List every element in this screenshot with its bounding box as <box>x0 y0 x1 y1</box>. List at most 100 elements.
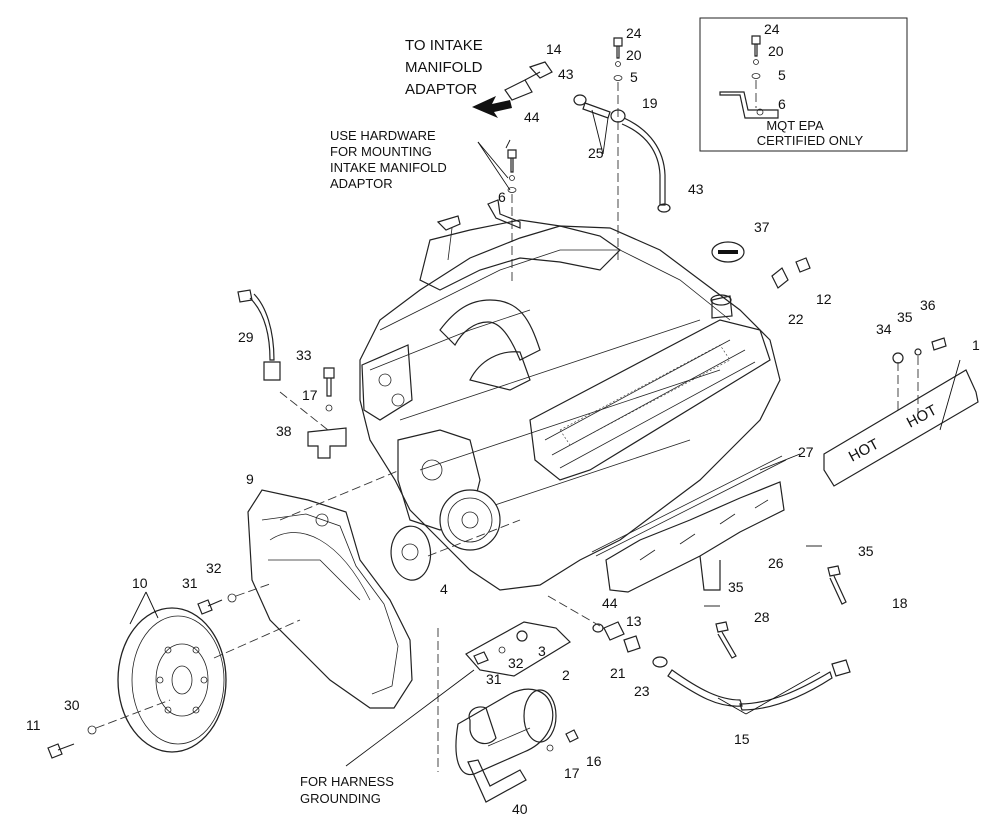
leader-lines <box>129 109 961 767</box>
bracket-6 <box>487 199 521 229</box>
callout: 38 <box>276 423 292 439</box>
epa-note-line-1: MQT EPA <box>766 118 824 133</box>
callout: 44 <box>602 595 618 611</box>
flywheel-ring-engine <box>439 489 501 551</box>
callout: 29 <box>238 329 254 345</box>
elbow-fitting <box>504 61 553 101</box>
intake-note-line-1: TO INTAKE <box>405 37 483 54</box>
callout: 27 <box>798 444 814 460</box>
callout: 40 <box>512 801 528 817</box>
callout: 36 <box>920 297 936 313</box>
hose-15 <box>667 659 851 711</box>
exhaust-manifold-26 <box>605 481 785 593</box>
callout: 2 <box>562 667 570 683</box>
washer-32-box <box>498 646 506 654</box>
intake-manifold <box>419 219 621 391</box>
callout: 30 <box>64 697 80 713</box>
callout: 23 <box>634 683 650 699</box>
callout: 17 <box>302 387 318 403</box>
callout: 16 <box>586 753 602 769</box>
callout: 18 <box>892 595 908 611</box>
engine-block <box>359 225 781 591</box>
callout-numbers: 24 20 5 6 14 44 43 25 19 24 20 5 43 6 37… <box>26 21 980 817</box>
callout: 37 <box>754 219 770 235</box>
hardware-note-line-1: USE HARDWARE <box>330 128 436 143</box>
callout: 35 <box>728 579 744 595</box>
callout: 28 <box>754 609 770 625</box>
callout: 35 <box>858 543 874 559</box>
tube-25 <box>582 102 611 119</box>
heat-shield-1 <box>823 369 979 487</box>
hose-clamp-43-lower <box>657 203 671 213</box>
oring-44 <box>592 623 604 633</box>
starter-motor-2 <box>455 688 557 776</box>
fitting-13 <box>603 621 625 641</box>
epa-note-line-2: CERTIFIED ONLY <box>757 133 864 148</box>
epa-bracket <box>719 91 779 119</box>
callout: 6 <box>778 96 786 112</box>
hardware-note-line-2: FOR MOUNTING <box>330 144 432 159</box>
callout: 32 <box>508 655 524 671</box>
gasket-27 <box>591 455 787 557</box>
sensor-29 <box>237 289 281 381</box>
flywheel-10 <box>117 607 227 753</box>
bell-housing-9 <box>247 489 413 709</box>
cap-12 <box>795 257 811 273</box>
valve-cover <box>529 319 771 481</box>
callout: 1 <box>972 337 980 353</box>
callout: 31 <box>182 575 198 591</box>
callout: 17 <box>564 765 580 781</box>
callout: 26 <box>768 555 784 571</box>
callout: 32 <box>206 560 222 576</box>
clamp-23 <box>652 656 668 668</box>
callout: 9 <box>246 471 254 487</box>
nut-34 <box>892 352 904 364</box>
callout: 44 <box>524 109 540 125</box>
bolt-11 <box>47 743 75 759</box>
bolt-36 <box>931 337 947 351</box>
callout: 25 <box>588 145 604 161</box>
oil-filler-tube <box>710 294 733 319</box>
callout: 43 <box>558 66 574 82</box>
callout: 5 <box>630 69 638 85</box>
bracket-38 <box>307 427 347 459</box>
oil-cap-37 <box>711 241 745 263</box>
epa-inset-box <box>699 17 908 152</box>
callout: 14 <box>546 41 562 57</box>
pcv-hose-19 <box>610 109 666 206</box>
hose-clamp-43-top <box>573 94 587 106</box>
callout: 24 <box>764 21 780 37</box>
epa-lockwasher <box>753 59 759 65</box>
callout: 11 <box>26 717 41 733</box>
hardware-note-line-3: INTAKE MANIFOLD <box>330 160 447 175</box>
sensor-22 <box>771 267 789 289</box>
left-head <box>361 344 413 421</box>
intake-note-line-2: MANIFOLD <box>405 59 483 76</box>
callout: 43 <box>688 181 704 197</box>
callout: 19 <box>642 95 658 111</box>
bolt-33 <box>323 367 335 397</box>
nut-3-box <box>516 630 528 642</box>
callout: 5 <box>778 67 786 83</box>
flexplate-4 <box>390 525 432 581</box>
callout: 4 <box>440 581 448 597</box>
hardware-note-line-4: ADAPTOR <box>330 176 393 191</box>
callout: 22 <box>788 311 804 327</box>
callout: 6 <box>498 189 506 205</box>
bolt-24-top <box>613 37 623 81</box>
bracket-40 <box>467 759 527 803</box>
callout: 33 <box>296 347 312 363</box>
harness-note-line-1: FOR HARNESS <box>300 774 394 789</box>
bolt-16 <box>565 729 579 743</box>
callout: 13 <box>626 613 642 629</box>
callout: 10 <box>132 575 148 591</box>
callout: 12 <box>816 291 832 307</box>
bolt-18 <box>827 565 847 605</box>
hardware-callout-box <box>465 621 571 677</box>
callout: 24 <box>626 25 642 41</box>
callout: 20 <box>626 47 642 63</box>
washer-32-left <box>227 593 237 603</box>
dipstick <box>436 215 461 261</box>
